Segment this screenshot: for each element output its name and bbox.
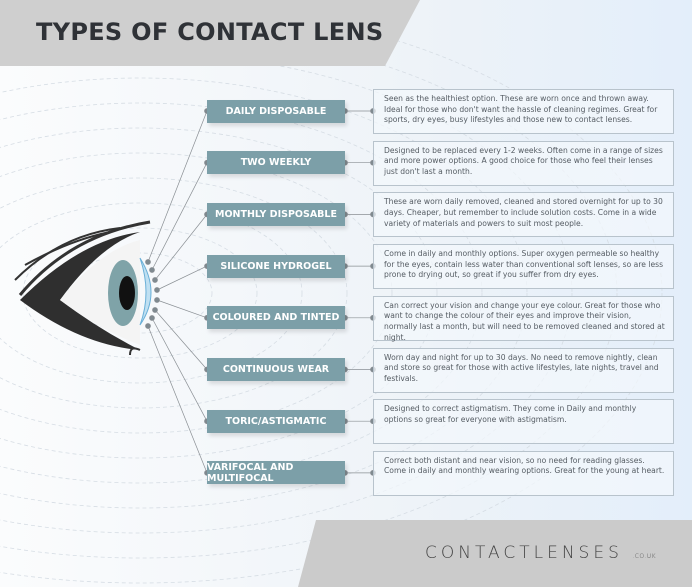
connector-dot — [154, 297, 160, 303]
lens-type-label: CONTINUOUS WEAR — [207, 358, 345, 381]
lens-type-description: Come in daily and monthly options. Super… — [373, 244, 674, 290]
connector-line — [151, 317, 208, 422]
connector-line — [151, 162, 208, 271]
logo-text: CONTACTLENSES — [425, 543, 623, 563]
lens-type-label: VARIFOCAL AND MULTIFOCAL — [207, 461, 345, 485]
connector-line — [147, 110, 208, 263]
connector-line — [156, 265, 208, 291]
lens-type-description: Seen as the healthiest option. These are… — [373, 89, 674, 134]
lens-type-description: Can correct your vision and change your … — [373, 295, 674, 342]
connector-dot — [145, 259, 151, 265]
eye-illustration — [14, 220, 152, 356]
decorative-arc — [0, 2, 663, 584]
connector-dot — [152, 307, 158, 313]
lens-type-label: SILICONE HYDROGEL — [207, 254, 345, 278]
decorative-arc — [0, 102, 483, 484]
decorative-arc — [0, 77, 528, 509]
decorative-arc — [0, 202, 303, 384]
lens-type-label: MONTHLY DISPOSABLE — [207, 202, 345, 226]
decorative-arc — [0, 27, 618, 559]
connector-line — [154, 214, 208, 281]
page-title: TYPES OF CONTACT LENS — [36, 18, 384, 46]
connector-dot — [145, 323, 151, 329]
decorative-arc — [0, 152, 393, 434]
lens-type-label: COLOURED AND TINTED — [207, 306, 345, 330]
header-band — [0, 0, 420, 66]
lens-type-description: These are worn daily removed, cleaned an… — [373, 192, 674, 238]
connector-dot — [149, 315, 155, 321]
footer-band — [298, 520, 692, 587]
lens-type-description: Designed to correct astigmatism. They co… — [373, 399, 674, 445]
decorative-arc — [0, 177, 348, 409]
connector-dot — [149, 267, 155, 273]
connector-dot — [154, 287, 160, 293]
lens-type-label: TORIC/ASTIGMATIC — [207, 409, 345, 433]
decorative-arc — [0, 127, 438, 459]
decorative-arc — [0, 52, 573, 534]
logo-suffix: .CO.UK — [632, 553, 657, 560]
lens-type-description: Correct both distant and near vision, so… — [373, 450, 674, 496]
connector-line — [147, 325, 208, 474]
lens-type-label: TWO WEEKLY — [207, 151, 345, 175]
decorative-arc — [22, 227, 258, 359]
connector-dot — [152, 277, 158, 283]
lens-type-description: Worn day and night for up to 30 days. No… — [373, 347, 674, 393]
connector-line — [154, 309, 208, 370]
connector-line — [156, 299, 208, 319]
header: TYPES OF CONTACT LENS — [0, 0, 692, 66]
lens-type-label: DAILY DISPOSABLE — [207, 99, 345, 123]
brand-logo: CONTACTLENSES .CO.UK — [425, 543, 656, 563]
lens-type-description: Designed to be replaced every 1-2 weeks.… — [373, 140, 674, 186]
